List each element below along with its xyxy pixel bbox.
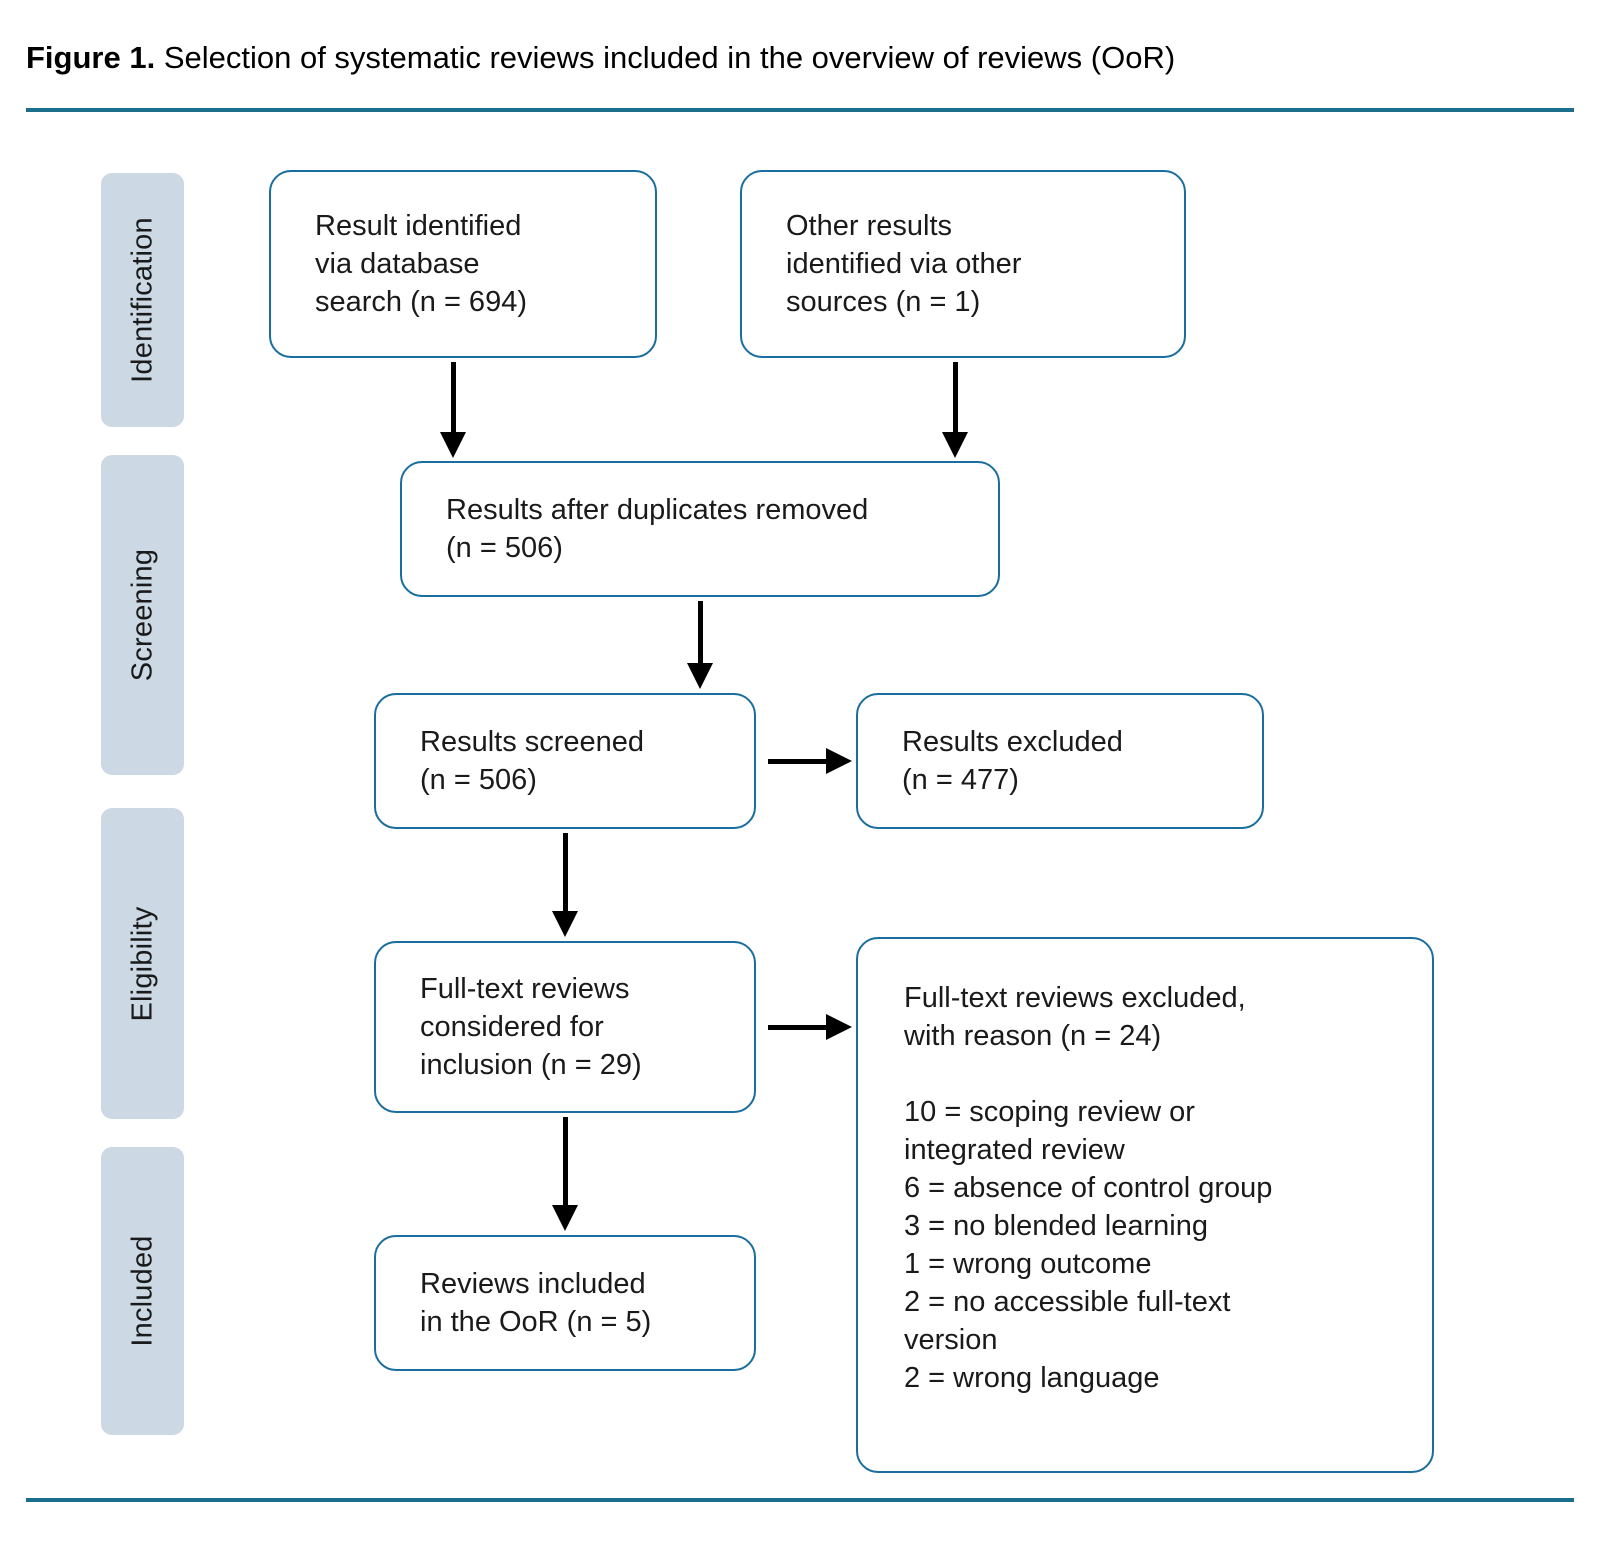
box-fulltext-considered-text: Full-text reviews considered for inclusi… — [420, 973, 642, 1081]
arrow-right-icon-screened-to-excluded — [768, 748, 852, 774]
box-database-results: Result identified via database search (n… — [269, 170, 657, 358]
stage-chip-identification: Identification — [101, 173, 184, 427]
arrow-head — [552, 1205, 578, 1231]
arrow-head — [552, 911, 578, 937]
arrow-shaft — [952, 362, 958, 432]
arrow-shaft — [768, 758, 828, 764]
arrow-shaft — [768, 1024, 828, 1030]
arrow-head — [826, 748, 852, 774]
arrow-head — [440, 432, 466, 458]
top-rule — [26, 108, 1574, 112]
arrow-down-icon-duplicates-to-screened — [687, 601, 713, 689]
box-results-excluded-text: Results excluded (n = 477) — [902, 726, 1123, 796]
stage-chip-screening: Screening — [101, 455, 184, 775]
arrow-shaft — [562, 833, 568, 911]
arrow-head — [942, 432, 968, 458]
arrow-down-icon-fulltext-to-included — [552, 1117, 578, 1231]
box-results-excluded: Results excluded (n = 477) — [856, 693, 1264, 829]
box-fulltext-excluded: Full-text reviews excluded, with reason … — [856, 937, 1434, 1473]
arrow-shaft — [697, 601, 703, 663]
figure-caption: Selection of systematic reviews included… — [155, 40, 1176, 75]
box-other-results: Other results identified via other sourc… — [740, 170, 1186, 358]
box-results-screened: Results screened (n = 506) — [374, 693, 756, 829]
figure-label: Figure 1. — [26, 40, 156, 75]
box-duplicates-removed: Results after duplicates removed (n = 50… — [400, 461, 1000, 597]
arrow-head — [826, 1014, 852, 1040]
stage-chip-eligibility: Eligibility — [101, 808, 184, 1119]
box-results-screened-text: Results screened (n = 506) — [420, 726, 645, 796]
box-other-results-text: Other results identified via other sourc… — [786, 210, 1022, 318]
arrow-shaft — [450, 362, 456, 432]
box-reviews-included: Reviews included in the OoR (n = 5) — [374, 1235, 756, 1371]
arrow-head — [687, 663, 713, 689]
stage-chip-included: Included — [101, 1147, 184, 1435]
box-fulltext-considered: Full-text reviews considered for inclusi… — [374, 941, 756, 1113]
arrow-down-icon-screened-to-fulltext — [552, 833, 578, 937]
figure-title: Figure 1. Selection of systematic review… — [26, 38, 1526, 78]
box-fulltext-excluded-text: Full-text reviews excluded, with reason … — [904, 982, 1273, 1394]
stage-label-screening: Screening — [126, 548, 158, 682]
box-reviews-included-text: Reviews included in the OoR (n = 5) — [420, 1268, 652, 1338]
arrow-down-icon-other-to-duplicates — [942, 362, 968, 458]
arrow-down-icon-database-to-duplicates — [440, 362, 466, 458]
stage-label-eligibility: Eligibility — [126, 905, 158, 1022]
arrow-right-icon-fulltext-to-excluded — [768, 1014, 852, 1040]
stage-label-included: Included — [126, 1235, 158, 1347]
bottom-rule — [26, 1498, 1574, 1502]
stage-label-identification: Identification — [126, 217, 158, 383]
box-duplicates-removed-text: Results after duplicates removed (n = 50… — [446, 494, 869, 564]
arrow-shaft — [562, 1117, 568, 1205]
box-database-results-text: Result identified via database search (n… — [315, 210, 527, 318]
